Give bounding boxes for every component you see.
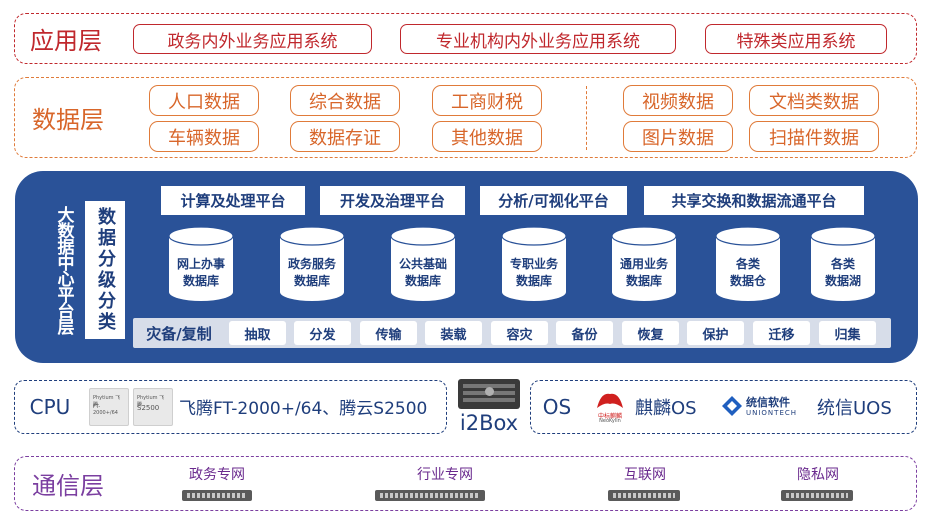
network-gov-label: 政务专网 <box>189 467 245 483</box>
data-item-comprehensive: 综合数据 <box>290 85 400 116</box>
network-internet-label: 互联网 <box>624 467 666 483</box>
network-switch-icon <box>375 490 485 501</box>
cylinder-icon <box>611 226 677 301</box>
app-item-professional: 专业机构内外业务应用系统 <box>400 24 676 54</box>
op-transfer: 传输 <box>360 321 417 345</box>
data-item-evidence: 数据存证 <box>290 121 400 152</box>
cpu-label: CPU <box>29 394 71 419</box>
app-layer: 应用层 政务内外业务应用系统 专业机构内外业务应用系统 特殊类应用系统 <box>14 13 917 64</box>
db-line1: 通用业务 <box>619 257 668 271</box>
db-gov-services: 政务服务数据库 <box>279 226 345 302</box>
backup-bar: 灾备/复制 抽取 分发 传输 装载 容灾 备份 恢复 保护 迁移 归集 <box>133 318 891 348</box>
platform-compute: 计算及处理平台 <box>161 186 305 215</box>
network-industry-label: 行业专网 <box>417 467 473 483</box>
kylin-figure-icon <box>597 393 623 408</box>
logo-sub: UNIONTECH <box>746 409 798 417</box>
db-line2: 数据仓 <box>729 274 766 288</box>
chip-model: S2500 <box>137 404 160 412</box>
logo-text: 中标麒麟 <box>597 413 622 420</box>
cpu-text: 飞腾FT-2000+/64、腾云S2500 <box>179 399 428 419</box>
cylinder-icon <box>810 226 876 301</box>
db-online-services: 网上办事数据库 <box>168 226 234 302</box>
os-label: OS <box>542 394 572 419</box>
op-restore: 恢复 <box>622 321 679 345</box>
cylinder-icon <box>279 226 345 301</box>
op-protect: 保护 <box>687 321 744 345</box>
db-line2: 数据库 <box>293 274 330 288</box>
network-switch-icon <box>781 490 853 501</box>
db-dedicated-business: 专职业务数据库 <box>501 226 567 302</box>
db-line2: 数据库 <box>182 274 219 288</box>
db-line2: 数据库 <box>625 274 662 288</box>
data-item-scan: 扫描件数据 <box>749 121 879 152</box>
comm-layer: 通信层 政务专网 行业专网 互联网 隐私网 <box>14 456 917 511</box>
data-item-image: 图片数据 <box>623 121 733 152</box>
db-public-basic: 公共基础数据库 <box>390 226 456 302</box>
data-item-video: 视频数据 <box>623 85 733 116</box>
chip-brand: Phytium 飞腾 <box>93 395 121 408</box>
logo-text: 统信软件 <box>746 396 790 409</box>
chip-model: FT-2000+/64 <box>93 404 118 416</box>
platform-layer-title: 大数据中心平台层 <box>53 206 74 334</box>
cylinder-icon <box>715 226 781 301</box>
db-data-lake: 各类数据湖 <box>810 226 876 302</box>
op-extract: 抽取 <box>229 321 286 345</box>
op-aggregate: 归集 <box>819 321 876 345</box>
db-data-warehouse: 各类数据仓 <box>715 226 781 302</box>
data-item-vehicle: 车辆数据 <box>149 121 259 152</box>
data-item-other: 其他数据 <box>432 121 542 152</box>
uniontech-mark-icon <box>722 396 742 416</box>
network-switch-icon <box>608 490 680 501</box>
op-distribute: 分发 <box>294 321 351 345</box>
db-line1: 各类 <box>735 257 760 271</box>
db-general-business: 通用业务数据库 <box>611 226 677 302</box>
os-name-uos: 统信UOS <box>817 397 892 419</box>
platform-sharing-exchange: 共享交换和数据流通平台 <box>644 186 864 215</box>
chip-brand: Phytium 飞腾 <box>137 395 165 408</box>
op-disaster-recovery: 容灾 <box>491 321 548 345</box>
data-layer-title: 数据层 <box>32 105 104 134</box>
db-line1: 专职业务 <box>509 257 558 271</box>
os-name-kylin: 麒麟OS <box>635 397 697 419</box>
op-load: 装载 <box>425 321 482 345</box>
platform-dev-governance: 开发及治理平台 <box>320 186 465 215</box>
op-migrate: 迁移 <box>753 321 810 345</box>
db-line2: 数据库 <box>515 274 552 288</box>
platform-layer: 大数据中心平台层 数据分级分类 计算及处理平台 开发及治理平台 分析/可视化平台… <box>15 171 918 363</box>
data-grading-box: 数据分级分类 <box>85 201 125 339</box>
db-line2: 数据库 <box>404 274 441 288</box>
comm-layer-title: 通信层 <box>32 471 104 500</box>
app-item-gov: 政务内外业务应用系统 <box>133 24 372 54</box>
i2box-label: i2Box <box>459 411 519 435</box>
neokylin-logo-icon: 中标麒麟 NeoKylin <box>593 388 627 426</box>
chip-s2500-icon: Phytium 飞腾 S2500 <box>133 388 173 426</box>
data-layer: 数据层 人口数据 综合数据 工商财税 车辆数据 数据存证 其他数据 视频数据 文… <box>14 77 917 158</box>
app-item-special: 特殊类应用系统 <box>705 24 887 54</box>
data-item-population: 人口数据 <box>149 85 259 116</box>
data-divider <box>586 86 587 150</box>
chip-ft2000-icon: Phytium 飞腾 FT-2000+/64 <box>89 388 129 426</box>
db-line2: 数据湖 <box>824 274 861 288</box>
data-item-document: 文档类数据 <box>749 85 879 116</box>
db-line1: 政务服务 <box>287 257 336 271</box>
op-backup: 备份 <box>556 321 613 345</box>
db-line1: 网上办事 <box>176 257 225 271</box>
cylinder-icon <box>390 226 456 301</box>
platform-analysis-visual: 分析/可视化平台 <box>480 186 627 215</box>
network-private-label: 隐私网 <box>797 467 839 483</box>
data-item-business-tax: 工商财税 <box>432 85 542 116</box>
os-box: OS 中标麒麟 NeoKylin 麒麟OS 统信软件 UNIONTECH 统信U… <box>530 380 917 434</box>
db-line1: 各类 <box>830 257 855 271</box>
backup-label: 灾备/复制 <box>146 324 212 343</box>
i2box-device-icon <box>458 379 520 409</box>
db-line1: 公共基础 <box>398 257 447 271</box>
cylinder-icon <box>168 226 234 301</box>
network-switch-icon <box>182 490 252 501</box>
app-layer-title: 应用层 <box>30 26 102 55</box>
logo-sub: NeoKylin <box>599 418 621 424</box>
cylinder-icon <box>501 226 567 301</box>
cpu-box: CPU Phytium 飞腾 FT-2000+/64 Phytium 飞腾 S2… <box>14 380 447 434</box>
uniontech-logo-icon: 统信软件 UNIONTECH <box>721 393 811 421</box>
